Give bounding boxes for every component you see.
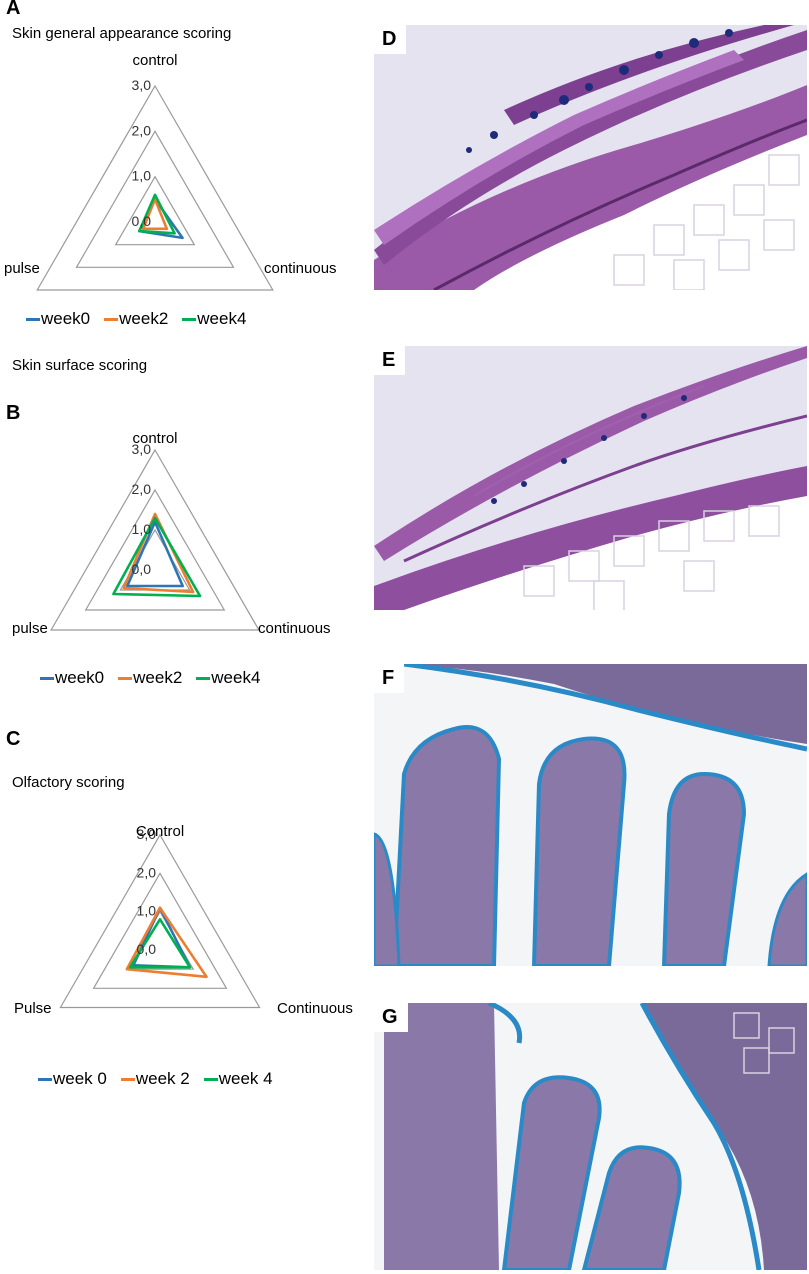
radar-series-2 [138, 193, 176, 235]
micrograph-e: E [374, 346, 807, 610]
radar-axis-label: Pulse [14, 1000, 52, 1017]
radar-tick-label: 0,0 [132, 213, 152, 229]
radar-tick-label: 0,0 [132, 561, 152, 577]
radar-tick-label: 2,0 [132, 481, 152, 497]
radar-axis-label: Control [136, 823, 184, 840]
radar-series-1 [125, 906, 208, 979]
micrograph-g: G [374, 1003, 807, 1270]
radar-gridline [75, 130, 235, 268]
radar-axis-label: continuous [264, 260, 337, 277]
tissue-illustration-d [374, 25, 807, 290]
radar-axis-label: control [132, 52, 177, 69]
micrograph-f: F [374, 664, 807, 966]
panel-letter-f: F [374, 664, 405, 693]
radar-gridline [50, 448, 260, 631]
legend-swatch [38, 1077, 52, 1081]
tissue-illustration-f [374, 664, 807, 966]
radar-tick-label: 3,0 [132, 441, 152, 457]
legend-c: week 0 week 2 week 4 [38, 1069, 273, 1089]
legend-label: week0 [41, 309, 91, 328]
radar-axis-label: pulse [12, 620, 48, 637]
chart-title-b: Skin surface scoring [12, 357, 148, 374]
chart-title-c: Olfactory scoring [12, 774, 125, 791]
radar-tick-label: 0,0 [137, 941, 157, 957]
panel-letter-b: B [6, 402, 21, 424]
legend-item: week0 [40, 668, 104, 688]
legend-label: week 4 [218, 1069, 273, 1088]
legend-item: week2 [118, 668, 182, 688]
panel-letter-c: C [6, 728, 21, 750]
radar-axis-label: control [132, 430, 177, 447]
radar-tick-label: 1,0 [132, 521, 152, 537]
legend-swatch [182, 317, 197, 321]
radar-axis-label: pulse [4, 260, 40, 277]
radar-series-2 [128, 918, 192, 969]
legend-label: week2 [119, 309, 169, 328]
radar-series-1 [141, 198, 169, 231]
legend-label: week 2 [135, 1069, 190, 1088]
radar-tick-label: 3,0 [137, 826, 157, 842]
legend-label: week0 [55, 668, 105, 687]
radar-gridline [59, 833, 261, 1009]
legend-swatch [203, 1077, 218, 1081]
tissue-illustration-g [384, 1003, 807, 1270]
radar-tick-label: 3,0 [132, 77, 152, 93]
radar-tick-label: 2,0 [132, 122, 152, 138]
radar-axis-label: continuous [258, 620, 331, 637]
legend-swatch [118, 676, 133, 680]
radar-series-2 [112, 516, 202, 598]
legend-item: week0 [26, 309, 90, 329]
legend-swatch [196, 676, 211, 680]
legend-label: week2 [133, 668, 183, 687]
legend-swatch [40, 676, 54, 680]
panel-letter-a: A [6, 0, 21, 19]
radar-gridline [36, 84, 274, 291]
radar-axis-label: Continuous [277, 1000, 353, 1017]
legend-a: week0 week2 week4 [26, 309, 246, 329]
legend-item: week 0 [38, 1069, 107, 1089]
radar-tick-label: 1,0 [132, 168, 152, 184]
legend-swatch [120, 1077, 135, 1081]
chart-title-a: Skin general appearance scoring [12, 25, 232, 42]
radar-gridline [92, 872, 228, 989]
radar-tick-label: 1,0 [137, 903, 157, 919]
radar-chart-a: 0,0 1,0 2,0 3,0 control continuous pulse [4, 52, 337, 291]
legend-item: week2 [104, 309, 168, 329]
radar-series-0 [126, 520, 184, 588]
legend-item: week 2 [120, 1069, 190, 1089]
legend-label: week 0 [53, 1069, 107, 1088]
panel-letter-g: G [374, 1003, 408, 1032]
legend-item: week4 [196, 668, 260, 688]
legend-b: week0 week2 week4 [40, 668, 260, 688]
radar-tick-label: 2,0 [137, 864, 157, 880]
legend-item: week4 [182, 309, 246, 329]
legend-swatch [104, 317, 119, 321]
tissue-illustration-e [374, 346, 807, 610]
legend-swatch [26, 317, 40, 321]
micrograph-d: D [374, 25, 807, 290]
panel-letter-d: D [374, 25, 407, 54]
legend-label: week4 [197, 309, 247, 328]
panel-letter-e: E [374, 346, 406, 375]
radar-gridline [84, 488, 226, 611]
radar-gridline [114, 175, 196, 246]
legend-label: week4 [211, 668, 261, 687]
legend-item: week 4 [203, 1069, 273, 1089]
